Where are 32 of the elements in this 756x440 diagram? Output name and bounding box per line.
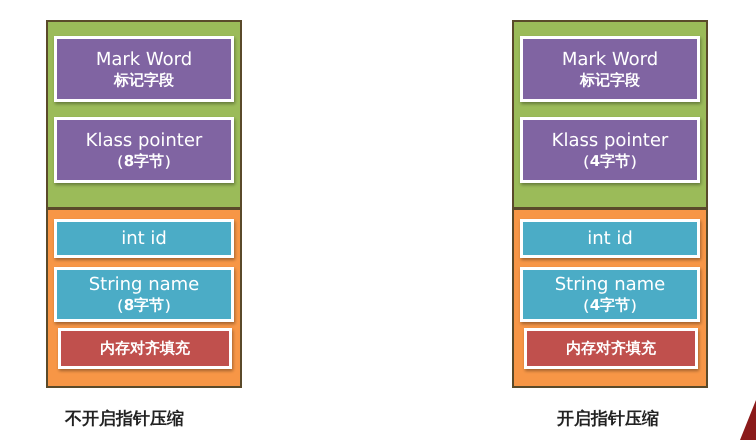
field-box xyxy=(520,267,700,322)
box-text: （8字节） xyxy=(108,296,180,315)
field-box xyxy=(520,36,700,102)
box-text: Klass pointer xyxy=(552,130,668,152)
field-box xyxy=(520,117,700,183)
box-text: Mark Word xyxy=(562,48,658,70)
field-box xyxy=(54,219,234,258)
box-text: String name xyxy=(554,274,666,296)
box-text: （4字节） xyxy=(574,296,646,315)
box-text: Klass pointer xyxy=(86,130,202,152)
memory-section-band xyxy=(46,208,242,388)
field-box xyxy=(54,36,234,102)
box-text: 标记字段 xyxy=(580,70,640,90)
box-text: 内存对齐填充 xyxy=(100,339,190,358)
column-caption: 不开启指针压缩 xyxy=(65,408,184,430)
field-box xyxy=(54,267,234,322)
memory-section-band xyxy=(512,20,708,209)
box-text: int id xyxy=(121,228,167,250)
box-text: （4字节） xyxy=(574,152,646,170)
column-caption: 开启指针压缩 xyxy=(557,408,659,430)
field-box xyxy=(54,117,234,183)
field-box xyxy=(58,328,232,369)
field-box xyxy=(520,219,700,258)
memory-section-band xyxy=(512,208,708,388)
box-text: Mark Word xyxy=(96,48,192,70)
box-text: （8字节） xyxy=(108,152,180,170)
field-box xyxy=(524,328,698,369)
box-text: 内存对齐填充 xyxy=(566,339,656,358)
memory-section-band xyxy=(46,20,242,209)
box-text: 标记字段 xyxy=(114,70,174,90)
box-text: int id xyxy=(587,228,633,250)
box-text: String name xyxy=(88,274,200,296)
